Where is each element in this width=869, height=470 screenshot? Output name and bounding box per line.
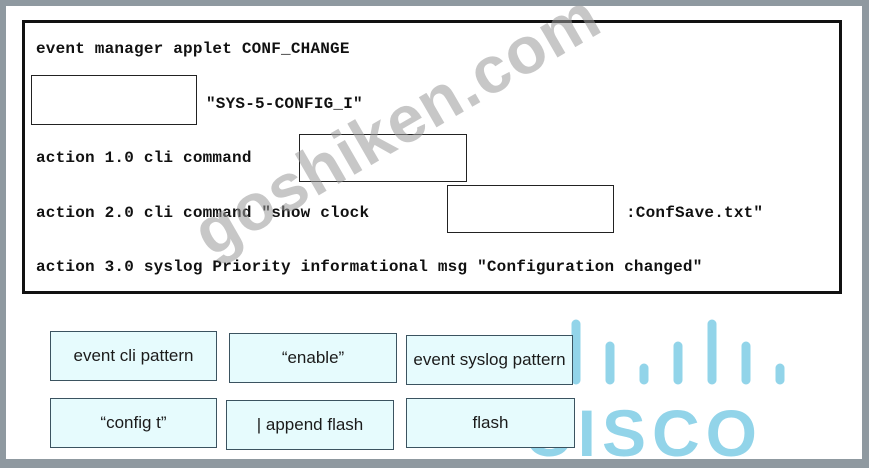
option-enable[interactable]: “enable” [229, 333, 397, 383]
code-line-action-3: action 3.0 syslog Priority informational… [36, 258, 703, 276]
code-line-action-2: action 2.0 cli command "show clock [36, 204, 370, 222]
option-flash[interactable]: flash [406, 398, 575, 448]
drop-slot-3[interactable] [447, 185, 614, 233]
drop-slot-1[interactable] [31, 75, 197, 125]
frame-top [0, 0, 869, 6]
code-line-action-1: action 1.0 cli command [36, 149, 252, 167]
code-line-applet: event manager applet CONF_CHANGE [36, 40, 350, 58]
drop-slot-2[interactable] [299, 134, 467, 182]
code-line-action-2-suffix: :ConfSave.txt" [626, 204, 764, 222]
frame-right [862, 0, 869, 468]
option-event-syslog-pattern[interactable]: event syslog pattern [406, 335, 573, 385]
code-line-syslog-pattern: "SYS-5-CONFIG_I" [206, 95, 363, 113]
frame-left [0, 0, 6, 468]
frame-bottom [0, 459, 869, 468]
option-event-cli-pattern[interactable]: event cli pattern [50, 331, 217, 381]
option-config-t[interactable]: “config t” [50, 398, 217, 448]
option-append-flash[interactable]: | append flash [226, 400, 394, 450]
